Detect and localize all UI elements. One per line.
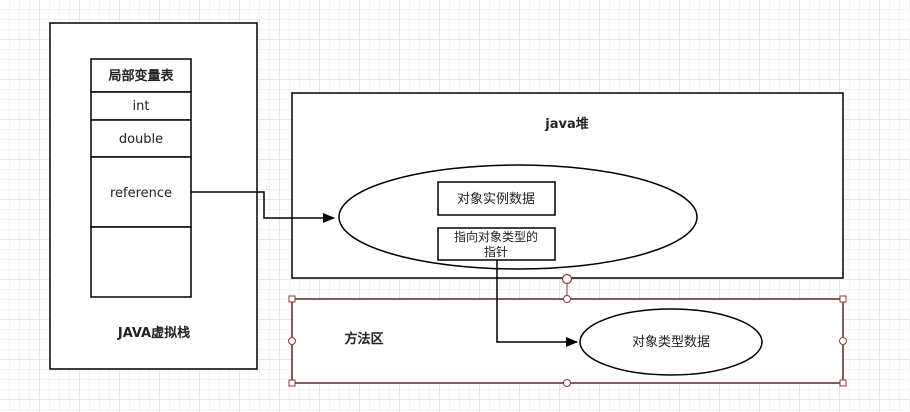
local-variable-table[interactable]: 局部变量表 int double reference [90,58,192,298]
connection-point-right[interactable] [839,337,847,345]
resize-handle-bottom-left[interactable] [288,379,296,387]
table-row-int-label: int [133,99,150,114]
method-area-title: 方法区 [344,331,383,347]
table-row-empty[interactable] [90,226,192,298]
java-stack-group[interactable]: 局部变量表 int double reference JAVA虚拟栈 [49,22,258,370]
table-row-reference-label: reference [110,186,172,201]
type-pointer-box[interactable] [437,227,556,261]
java-heap-group[interactable]: java堆 对象实例数据 指向对象类型的 指针 [291,92,844,279]
table-header-label: 局部变量表 [108,68,174,84]
connection-point-left[interactable] [288,337,296,345]
object-ellipse[interactable] [338,164,698,270]
type-pointer-connector-arrow[interactable] [496,260,578,347]
reference-connector-arrow[interactable] [191,191,335,223]
rotate-handle[interactable] [561,273,573,285]
java-heap-title: java堆 [544,116,588,132]
type-data-ellipse[interactable] [579,308,763,376]
resize-handle-bottom-right[interactable] [839,379,847,387]
resize-handle-top-right[interactable] [839,295,847,303]
type-pointer-label-line1: 指向对象类型的 [454,229,538,244]
type-pointer-label-line2: 指针 [484,244,508,259]
method-area-group[interactable]: 方法区 对象类型数据 [288,273,847,387]
object-instance-data-box[interactable] [437,181,556,216]
table-row-double-label: double [119,132,163,147]
connection-point-top[interactable] [563,295,571,303]
type-data-label: 对象类型数据 [632,335,710,350]
connection-point-bottom[interactable] [563,379,571,387]
table-header-cell[interactable] [90,58,192,93]
resize-handle-top-left[interactable] [288,295,296,303]
table-row-double[interactable] [90,119,192,158]
java-stack-title: JAVA虚拟栈 [117,325,190,341]
object-instance-data-label: 对象实例数据 [457,192,535,207]
